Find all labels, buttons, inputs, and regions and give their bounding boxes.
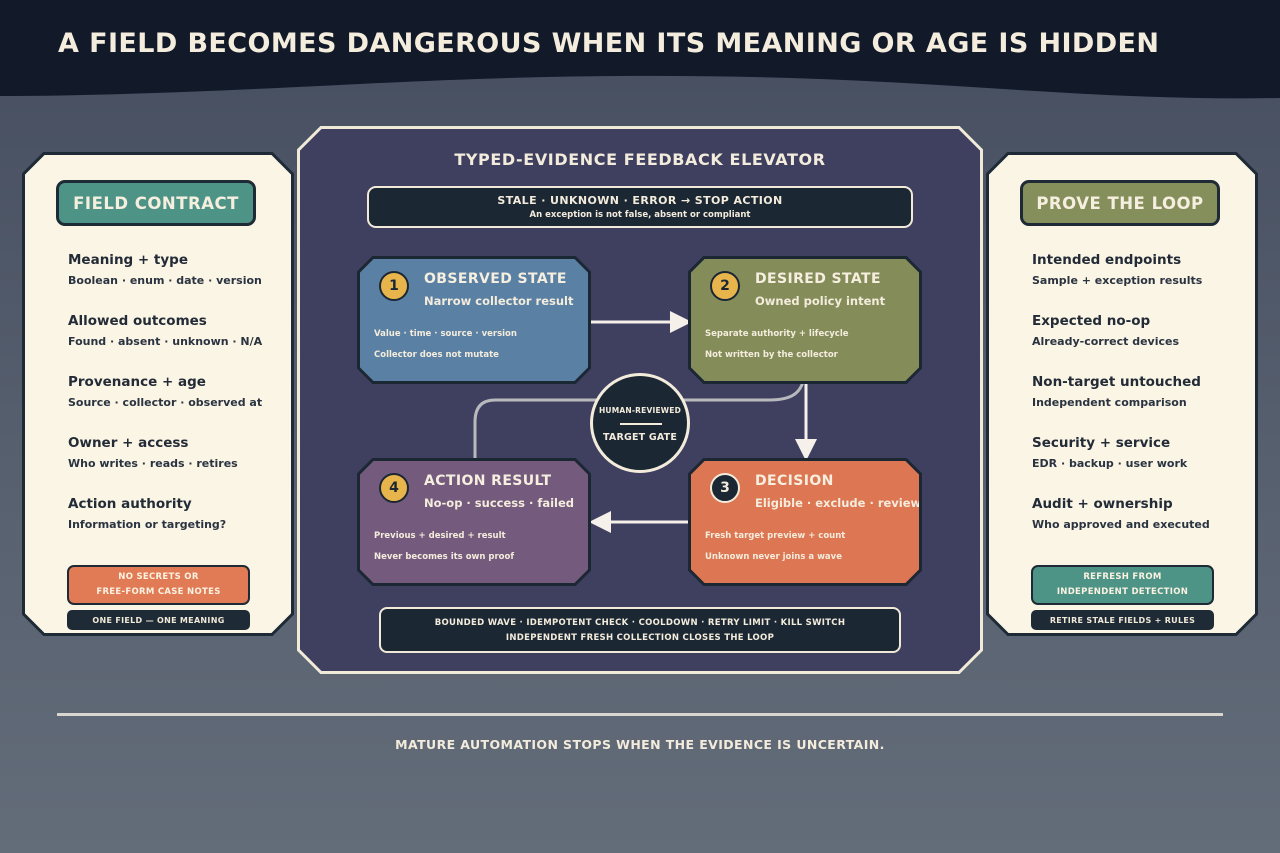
decision-subtitle: Eligible · exclude · review [755,496,922,510]
target-gate-label: TARGET GATE [602,432,678,443]
one-field-one-meaning-label: ONE FIELD — ONE MEANING [67,610,250,630]
footer-caption: MATURE AUTOMATION STOPS WHEN THE EVIDENC… [395,737,885,752]
loop-controls-box: BOUNDED WAVE · IDEMPOTENT CHECK · COOLDO… [379,607,901,653]
action-result-title: ACTION RESULT [424,473,552,489]
target-gate-circle: HUMAN-REVIEWED TARGET GATE [590,373,690,473]
arrow-head-down [795,439,817,461]
feedback-elevator-title: TYPED-EVIDENCE FEEDBACK ELEVATOR [454,150,826,169]
refresh-detection-note: REFRESH FROM INDEPENDENT DETECTION [1031,565,1214,605]
list-item-heading: Audit + ownership [1032,496,1173,512]
step-number-badge: 2 [710,271,740,301]
observed-state-title: OBSERVED STATE [424,271,567,287]
action-result-detail: Previous + desired + result [374,531,506,541]
desired-state-subtitle: Owned policy intent [755,294,886,308]
list-item-heading: Expected no-op [1032,313,1151,329]
action-result-detail: Never becomes its own proof [374,552,515,562]
note-line: REFRESH FROM [1083,572,1162,582]
no-secrets-note: NO SECRETS OR FREE-FORM CASE NOTES [67,565,250,605]
note-line: FREE-FORM CASE NOTES [96,587,221,597]
header-band-shape [0,0,1280,99]
stop-action-rule-text: STALE · UNKNOWN · ERROR → STOP ACTION [497,194,783,207]
list-item: Expected no-op Already-correct devices [1032,313,1252,374]
list-item-heading: Action authority [68,496,192,512]
list-item: Audit + ownership Who approved and execu… [1032,496,1252,557]
note-line: NO SECRETS OR [118,572,199,582]
decision-detail: Unknown never joins a wave [705,552,842,562]
observed-state-detail: Collector does not mutate [374,350,499,360]
decision-box: 3 DECISION Eligible · exclude · review F… [688,458,922,586]
desired-state-detail: Not written by the collector [705,350,838,360]
field-contract-panel: FIELD CONTRACT Meaning + type Boolean · … [22,152,294,636]
list-item-heading: Security + service [1032,435,1171,451]
list-item-heading: Provenance + age [68,374,206,390]
list-item-detail: Boolean · enum · date · version [68,274,262,287]
decision-detail: Fresh target preview + count [705,531,846,541]
page-title: A FIELD BECOMES DANGEROUS WHEN ITS MEANI… [58,28,1160,59]
list-item-detail: Independent comparison [1032,396,1187,409]
note-line: INDEPENDENT DETECTION [1056,587,1189,597]
stop-action-rule: STALE · UNKNOWN · ERROR → STOP ACTION An… [367,186,913,228]
list-item-detail: Who approved and executed [1032,518,1210,531]
desired-state-title: DESIRED STATE [755,271,881,287]
list-item-detail: Found · absent · unknown · N/A [68,335,263,348]
list-item: Security + service EDR · backup · user w… [1032,435,1252,496]
desired-state-detail: Separate authority + lifecycle [705,329,849,339]
list-item: Provenance + age Source · collector · ob… [68,374,288,435]
list-item-heading: Intended endpoints [1032,252,1182,268]
action-result-subtitle: No-op · success · failed [424,496,575,510]
retire-stale-fields-label: RETIRE STALE FIELDS + RULES [1031,610,1214,630]
desired-state-box: 2 DESIRED STATE Owned policy intent Sepa… [688,256,922,384]
step-number-badge: 1 [379,271,409,301]
list-item-heading: Meaning + type [68,252,188,268]
observed-state-box: 1 OBSERVED STATE Narrow collector result… [357,256,591,384]
prove-the-loop-list: Intended endpoints Sample + exception re… [1032,252,1252,557]
field-contract-title: FIELD CONTRACT [56,180,256,226]
list-item-heading: Owner + access [68,435,189,451]
arrow-head-left [589,511,611,533]
decision-title: DECISION [755,473,834,489]
observed-state-subtitle: Narrow collector result [424,294,574,308]
observed-state-detail: Value · time · source · version [374,329,517,339]
list-item-heading: Allowed outcomes [68,313,207,329]
list-item-detail: Already-correct devices [1032,335,1180,348]
loop-closing-text: INDEPENDENT FRESH COLLECTION CLOSES THE … [505,633,775,643]
list-item: Meaning + type Boolean · enum · date · v… [68,252,288,313]
feedback-elevator-panel: TYPED-EVIDENCE FEEDBACK ELEVATOR STALE ·… [297,126,983,674]
step-number-badge: 4 [379,473,409,503]
list-item-detail: Sample + exception results [1032,274,1203,287]
target-gate-divider [620,423,662,425]
field-contract-list: Meaning + type Boolean · enum · date · v… [68,252,288,557]
prove-the-loop-title: PROVE THE LOOP [1020,180,1220,226]
list-item: Non-target untouched Independent compari… [1032,374,1252,435]
list-item: Action authority Information or targetin… [68,496,288,557]
list-item-heading: Non-target untouched [1032,374,1201,390]
list-item-detail: Source · collector · observed at [68,396,263,409]
list-item-detail: Information or targeting? [68,518,227,531]
list-item-detail: Who writes · reads · retires [68,457,238,470]
list-item: Intended endpoints Sample + exception re… [1032,252,1252,313]
list-item: Owner + access Who writes · reads · reti… [68,435,288,496]
header-band [0,0,1280,99]
step-number-badge: 3 [710,473,740,503]
action-result-box: 4 ACTION RESULT No-op · success · failed… [357,458,591,586]
footer-divider [57,713,1223,716]
target-gate-top-label: HUMAN-REVIEWED [598,406,682,415]
loop-controls-text: BOUNDED WAVE · IDEMPOTENT CHECK · COOLDO… [434,618,846,628]
prove-the-loop-panel: PROVE THE LOOP Intended endpoints Sample… [986,152,1258,636]
list-item-detail: EDR · backup · user work [1032,457,1188,470]
list-item: Allowed outcomes Found · absent · unknow… [68,313,288,374]
stop-action-rule-subtext: An exception is not false, absent or com… [529,210,751,220]
